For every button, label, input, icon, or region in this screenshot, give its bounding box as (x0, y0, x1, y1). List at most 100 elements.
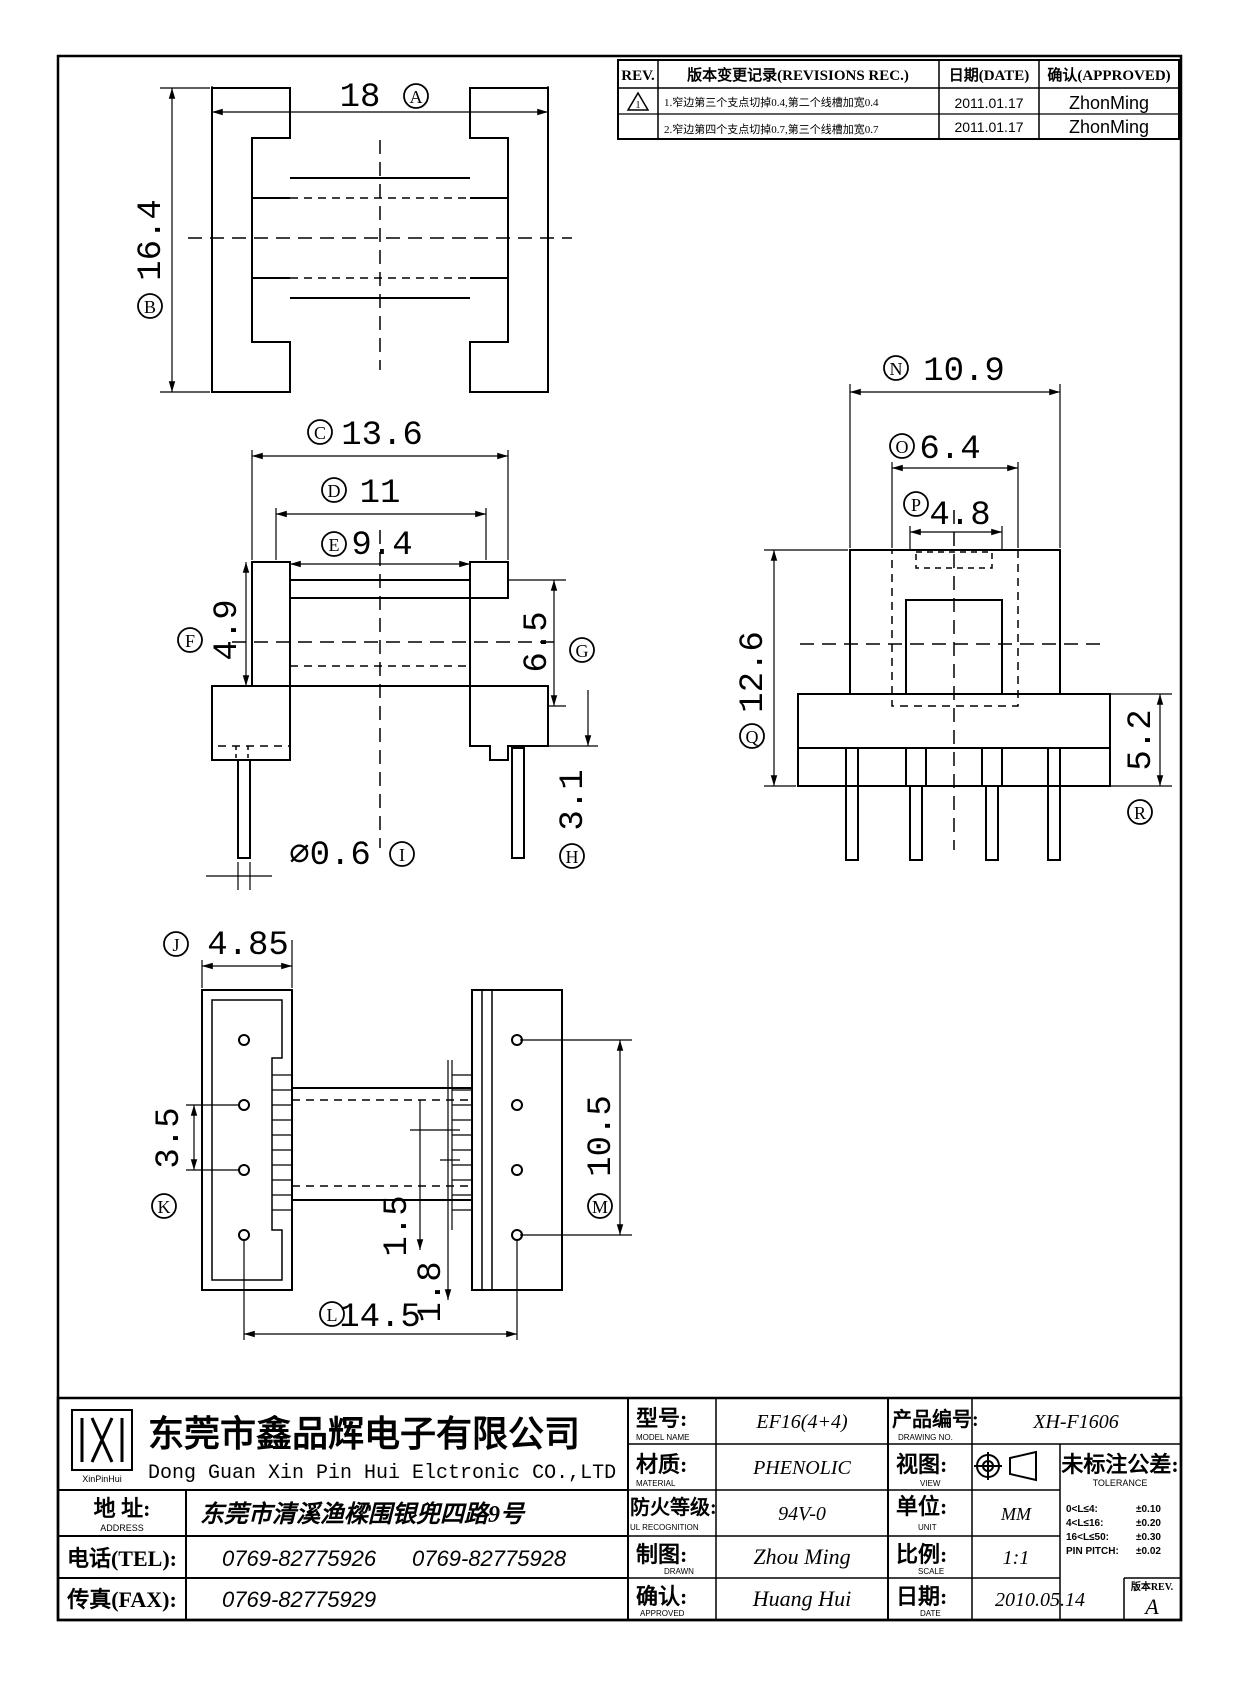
dim-o-marker (889, 433, 915, 459)
tel-value-2: 0769-82775928 (412, 1546, 567, 1571)
tolerance-row-4-range: PIN PITCH: (1066, 1546, 1119, 1557)
approved-header: 确认(APPROVED) (1047, 66, 1170, 84)
drawing-no-label-en: DRAWING NO. (898, 1433, 953, 1442)
sheet-border (56, 54, 1183, 1622)
drawn-label: 制图: (636, 1542, 687, 1567)
dim-k-marker (151, 1193, 177, 1219)
dim-f-marker (177, 627, 203, 653)
flame-label: 防火等级: (630, 1495, 717, 1519)
revision-1-date: 2011.01.17 (954, 95, 1023, 111)
dim-i-marker (389, 841, 415, 867)
dim-h-value: 3.1 (555, 769, 593, 830)
material-label-en: MATERIAL (636, 1479, 676, 1488)
revision-1-approved: ZhonMing (1069, 93, 1149, 113)
tolerance-row-2-range: 4<L≤16: (1066, 1518, 1103, 1529)
dim-p-letter: P (911, 495, 921, 515)
scale-value: 1:1 (1003, 1547, 1030, 1569)
scale-label-en: SCALE (918, 1567, 944, 1576)
dim-g-marker (569, 637, 595, 663)
bottom-view (186, 940, 632, 1340)
revision-2-approved: ZhonMing (1069, 117, 1149, 137)
tel-label: 电话(TEL): (67, 1546, 177, 1571)
revision-2-record: 2.窄边第四个支点切掉0.7,第三个线槽加宽0.7 (664, 122, 879, 136)
dim-c-marker (307, 419, 333, 445)
dim-q-marker (739, 723, 765, 749)
dim-m-marker (587, 1193, 613, 1219)
dim-f-letter: F (185, 631, 195, 651)
title-block (56, 1396, 1183, 1622)
approved-label: 确认: (636, 1584, 687, 1609)
side-view (764, 384, 1172, 861)
dim-c-letter: C (314, 423, 326, 443)
fax-label: 传真(FAX): (66, 1587, 177, 1612)
tolerance-row-1-value: ±0.10 (1136, 1504, 1161, 1515)
dim-e-letter: E (329, 535, 340, 555)
tolerance-row-4-value: ±0.02 (1136, 1546, 1161, 1557)
company-logo (71, 1409, 133, 1471)
tolerance-row-3-value: ±0.30 (1136, 1532, 1161, 1543)
dim-e-marker (321, 531, 347, 557)
drawing-no-value: XH-F1606 (1032, 1411, 1119, 1433)
dim-o-letter: O (896, 437, 909, 457)
front-view (206, 450, 598, 890)
dim-q-value: 12.6 (735, 631, 773, 713)
dim-a-letter: A (410, 87, 423, 107)
revision-1-record: 1.窄边第三个支点切掉0.4,第二个线槽加宽0.4 (664, 95, 879, 109)
view-label: 视图: (896, 1452, 947, 1477)
dim-r-marker (1127, 799, 1153, 825)
date-label-en: DATE (920, 1609, 941, 1618)
dim-h-marker (559, 843, 585, 869)
tolerance-row-3-range: 16<L≤50: (1066, 1532, 1109, 1543)
logo-text: XinPinHui (82, 1474, 122, 1484)
version-value: A (1143, 1594, 1159, 1619)
revision-1-rev: 1 (636, 100, 641, 111)
drawn-value: Zhou Ming (753, 1544, 850, 1569)
dim-f-value: 4.9 (209, 599, 247, 660)
tolerance-label: 未标注公差: (1061, 1452, 1178, 1477)
flame-label-en: UL RECOGNITION (630, 1523, 699, 1532)
address-value: 东莞市清溪渔樑围银兜四路9号 (200, 1501, 526, 1528)
material-label: 材质: (636, 1452, 687, 1477)
company-name-cn: 东莞市鑫品辉电子有限公司 (148, 1414, 580, 1454)
approved-value: Huang Hui (752, 1586, 851, 1611)
dim-r-letter: R (1134, 803, 1146, 823)
dim-m-letter: M (592, 1197, 608, 1217)
dim-e-value: 9.4 (351, 527, 412, 565)
dim-a-value: 18 (340, 79, 381, 117)
address-label: 地 址: (94, 1496, 151, 1521)
date-label: 日期: (896, 1584, 947, 1609)
record-header: 版本变更记录(REVISIONS REC.) (687, 66, 909, 84)
unit-value: MM (1000, 1504, 1032, 1524)
fax-value: 0769-82775929 (222, 1587, 376, 1612)
dim-j-marker (163, 931, 189, 957)
dim-1-5-value: 1.5 (379, 1195, 417, 1256)
material-value: PHENOLIC (752, 1457, 851, 1479)
dim-b-value: 16.4 (133, 199, 171, 281)
dim-k-value: 3.5 (151, 1107, 189, 1168)
dim-q-letter: Q (746, 727, 759, 747)
dim-j-value: 4.85 (207, 927, 289, 965)
address-label-en: ADDRESS (100, 1523, 144, 1533)
dim-o-value: 6.4 (919, 431, 980, 469)
revision-2-date: 2011.01.17 (954, 119, 1023, 135)
model-value: EF16(4+4) (755, 1411, 848, 1433)
rev-header: REV. (621, 68, 655, 84)
drawn-label-en: DRAWN (664, 1567, 694, 1576)
dim-d-value: 11 (360, 475, 401, 513)
dim-l-value: 14.5 (339, 1299, 421, 1337)
dim-r-value: 5.2 (1123, 709, 1161, 770)
dim-p-value: 4.8 (929, 497, 990, 535)
view-label-en: VIEW (920, 1479, 941, 1488)
scale-label: 比例: (896, 1542, 947, 1567)
version-label: 版本REV. (1131, 1580, 1174, 1593)
dim-g-letter: G (576, 641, 589, 661)
dim-l-letter: L (327, 1305, 338, 1325)
tolerance-row-2-value: ±0.20 (1136, 1518, 1161, 1529)
dim-p-marker (903, 491, 929, 517)
tolerance-label-en: TOLERANCE (1093, 1478, 1148, 1488)
date-value: 2010.05.14 (995, 1589, 1085, 1611)
dim-h-letter: H (566, 847, 579, 867)
dim-b-letter: B (144, 297, 156, 317)
model-label: 型号: (636, 1406, 687, 1431)
dim-i-value: ⌀0.6 (289, 837, 371, 875)
